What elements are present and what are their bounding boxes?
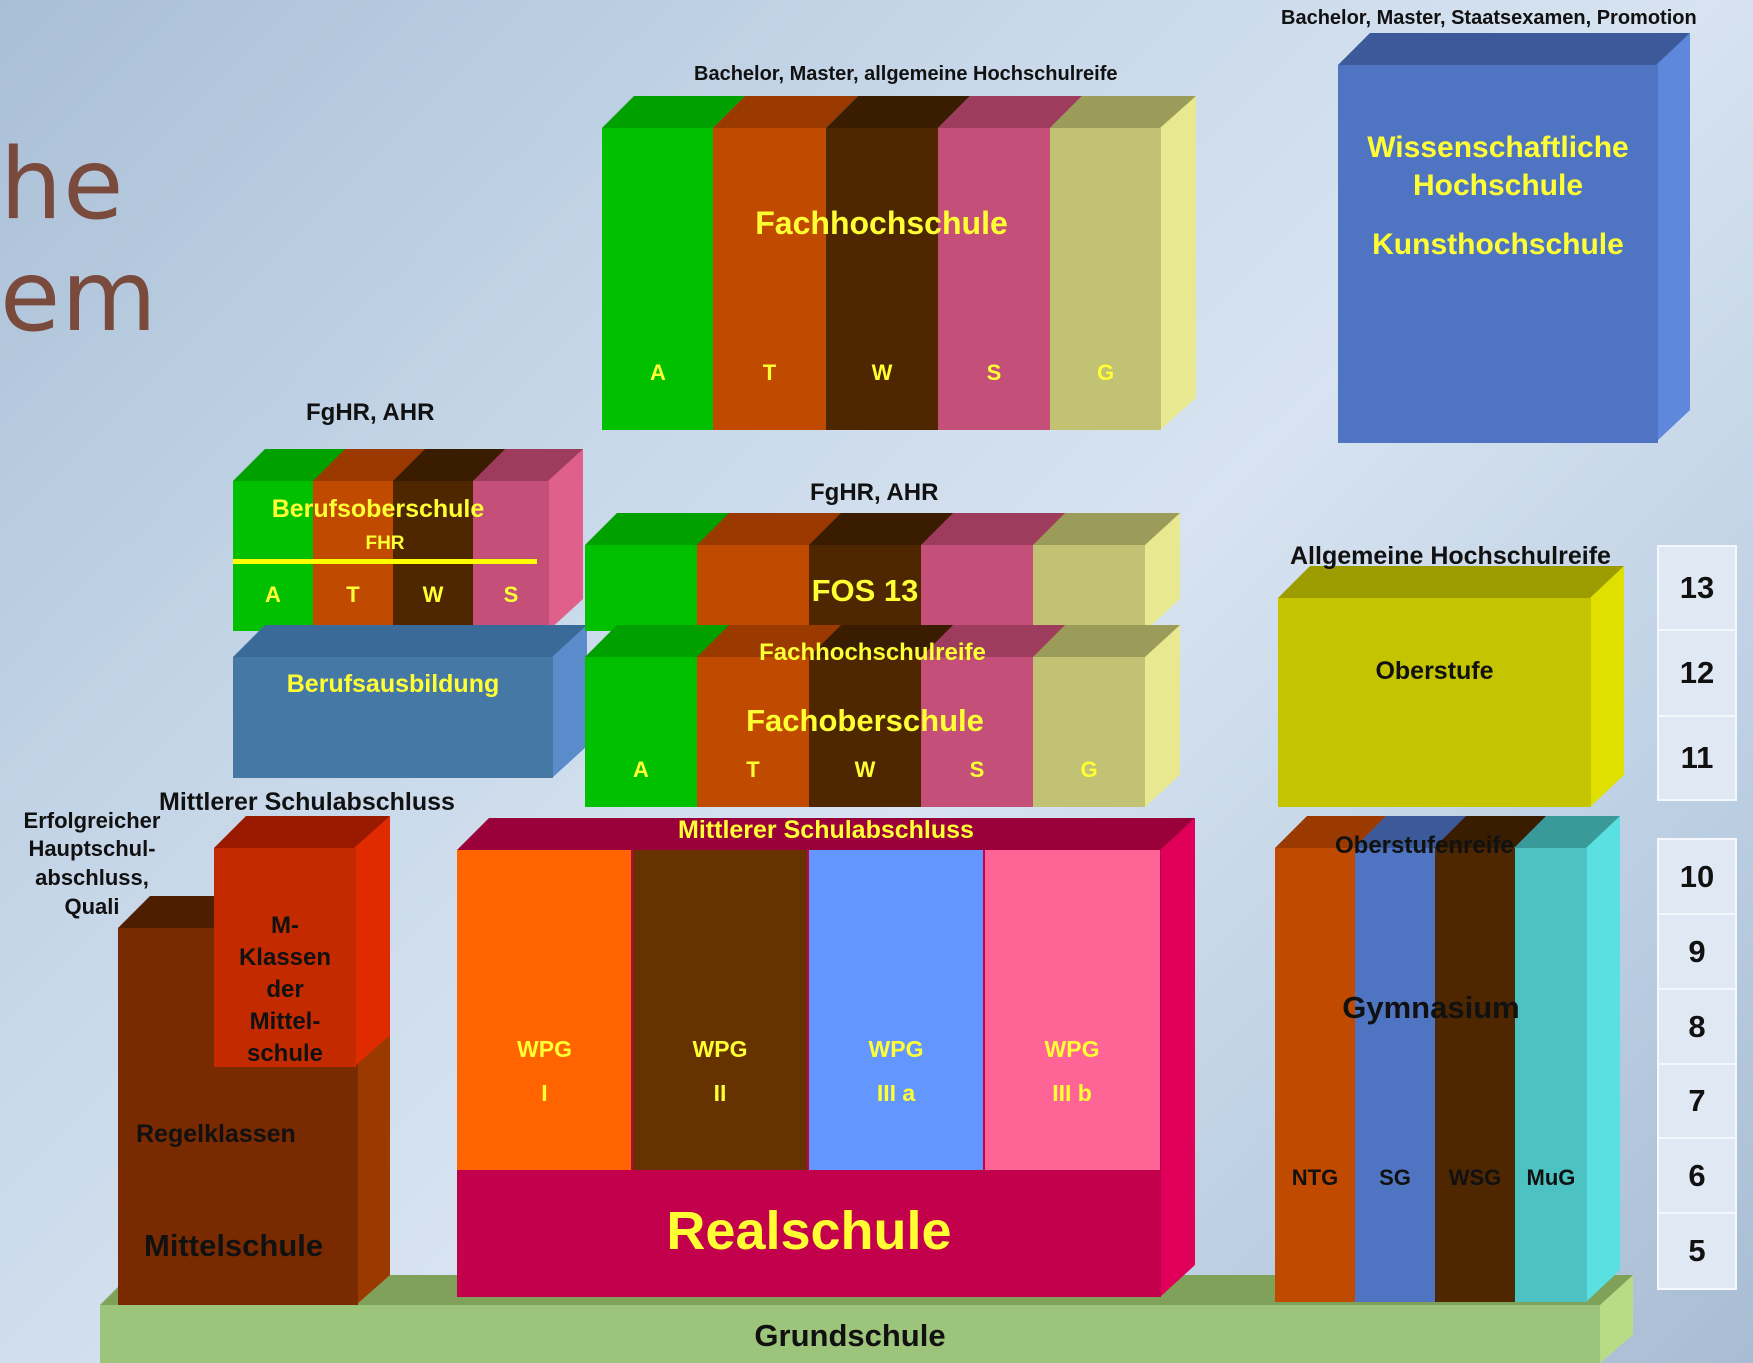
grade-7: 7 [1659,1065,1735,1139]
hauptschul-label-4: Quali [64,894,120,919]
grade-8: 8 [1659,990,1735,1065]
background-word-1: he [0,128,125,242]
gym-col-sg: SG [1379,1165,1411,1190]
fos-col-t: T [746,757,760,782]
regelklassen-label: Regelklassen [136,1120,296,1148]
degree-label-fachhochschule: Bachelor, Master, allgemeine Hochschulre… [694,63,1118,85]
hauptschul-label-3: abschluss, [35,865,149,890]
fh-col-s: S [986,360,1002,385]
wpg-3b-l1: WPG [1044,1036,1100,1062]
mklassen-4: Mittel- [249,1008,321,1035]
hauptschul-label-2: Hauptschul- [28,836,156,861]
wh-line1: Wissenschaftliche [1367,131,1629,164]
bos-col-w: W [422,582,444,607]
degree-label-university: Bachelor, Master, Staatsexamen, Promotio… [1281,7,1697,29]
berufsoberschule-fhr: FHR [365,533,405,554]
wpg-3a-l1: WPG [868,1036,924,1062]
grade-12: 12 [1659,631,1735,717]
berufsoberschule-degree-label: FgHR, AHR [306,399,435,426]
fos-col-g: G [1080,757,1098,782]
bos-col-s: S [503,582,519,607]
grade-9: 9 [1659,915,1735,990]
gym-col-ntg: NTG [1291,1165,1339,1190]
mklassen-2: Klassen [238,944,332,971]
berufsausbildung-title: Berufsausbildung [286,670,500,698]
wpg-3b-l2: III b [1052,1080,1092,1106]
ahr-label: Allgemeine Hochschulreife [1290,542,1611,570]
gym-col-wsg: WSG [1448,1165,1502,1190]
grade-10: 10 [1659,840,1735,915]
gymnasium-title: Gymnasium [1342,990,1520,1025]
wpg-1-l2: I [541,1080,548,1106]
grade-6: 6 [1659,1139,1735,1214]
grade-scale-upper: 13 12 11 [1657,545,1737,801]
fos-col-a: A [633,757,649,782]
mklassen-1: M- [271,912,299,939]
bos-col-t: T [346,582,360,607]
wh-line3: Kunsthochschule [1372,228,1624,261]
fos13-degree-label: FgHR, AHR [810,479,939,506]
fh-col-w: W [871,360,893,385]
berufsoberschule-title: Berufsoberschule [271,495,485,523]
oberstufe-title: Oberstufe [1375,657,1494,685]
realschule-title: Realschule [666,1201,952,1261]
msa-label-left: Mittlerer Schulabschluss [159,788,455,816]
gym-col-mug: MuG [1526,1165,1576,1190]
wpg-2-l1: WPG [692,1036,748,1062]
hauptschul-label-1: Erfolgreicher [23,808,161,833]
fos-col-w: W [854,757,876,782]
fh-col-g: G [1096,360,1115,385]
wh-line2: Hochschule [1412,169,1584,202]
mittelschule-title: Mittelschule [144,1228,324,1263]
fh-col-a: A [650,360,666,385]
fachhochschule-title: Fachhochschule [755,205,1008,241]
wpg-1-l1: WPG [517,1036,572,1062]
wpg-2-l2: II [713,1080,727,1106]
fachoberschule-title: Fachoberschule [746,703,984,738]
background-word-2: em [0,240,158,354]
msa-label-realschule: Mittlerer Schulabschluss [678,816,974,844]
mklassen-5: schule [246,1040,324,1067]
fh-col-t: T [762,360,777,385]
grade-11: 11 [1680,740,1714,775]
oberstufenreife-label: Oberstufenreife [1335,832,1514,859]
mklassen-3: der [266,976,304,1003]
grade-13: 13 [1659,547,1735,631]
bos-col-a: A [265,582,281,607]
fos-col-s: S [969,757,985,782]
fachhochschulreife-label: Fachhochschulreife [759,639,986,666]
fos13-title: FOS 13 [811,573,919,608]
grade-5: 5 [1688,1233,1706,1268]
grade-scale-lower: 10 9 8 7 6 5 [1657,838,1737,1290]
wpg-3a-l2: III a [876,1080,916,1106]
grundschule-title: Grundschule [754,1318,946,1353]
